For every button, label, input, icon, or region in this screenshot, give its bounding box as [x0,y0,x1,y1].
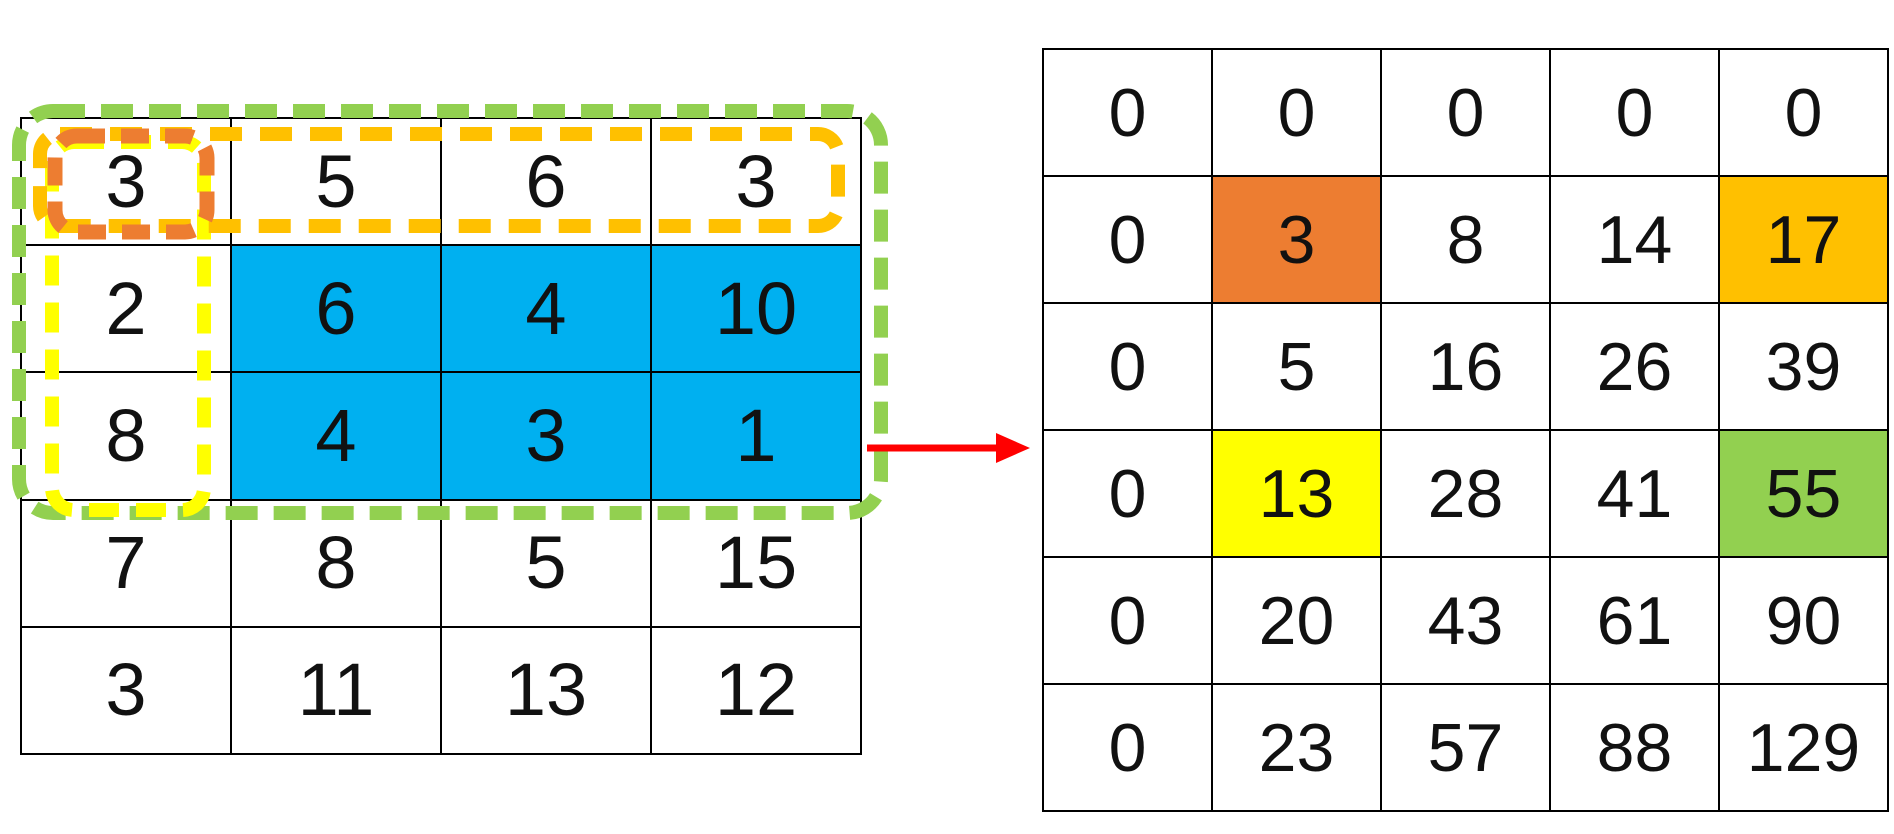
cell-r1c3: 10 [651,245,861,373]
cell-r4c2: 13 [441,626,651,754]
cell-r5c3: 88 [1550,684,1719,811]
cell-r1c3: 14 [1550,176,1719,303]
cell-r3c0: 7 [21,499,231,627]
cell-r2c3: 1 [651,372,861,500]
cell-r4c3: 12 [651,626,861,754]
cell-r3c4: 55 [1719,430,1888,557]
cell-r2c0: 0 [1043,303,1212,430]
cell-r4c1: 11 [231,626,441,754]
cell-r3c2: 28 [1381,430,1550,557]
cell-r3c1: 8 [231,499,441,627]
cell-r2c1: 5 [1212,303,1381,430]
cell-r0c3: 3 [651,118,861,246]
cell-r0c1: 5 [231,118,441,246]
cell-r2c2: 3 [441,372,651,500]
cell-r3c2: 5 [441,499,651,627]
cell-r3c3: 15 [651,499,861,627]
cell-r4c1: 20 [1212,557,1381,684]
cell-r1c1: 3 [1212,176,1381,303]
cell-r2c1: 4 [231,372,441,500]
cell-r1c1: 6 [231,245,441,373]
cell-r4c2: 43 [1381,557,1550,684]
cell-r1c2: 8 [1381,176,1550,303]
cell-r0c0: 3 [21,118,231,246]
cell-r3c0: 0 [1043,430,1212,557]
cell-r5c0: 0 [1043,684,1212,811]
cell-r4c4: 90 [1719,557,1888,684]
cell-r0c0: 0 [1043,49,1212,176]
cell-r5c2: 57 [1381,684,1550,811]
cell-r2c0: 8 [21,372,231,500]
cell-r1c2: 4 [441,245,651,373]
cell-r3c3: 41 [1550,430,1719,557]
cell-r2c2: 16 [1381,303,1550,430]
cell-r4c3: 61 [1550,557,1719,684]
cell-r0c1: 0 [1212,49,1381,176]
cell-r2c3: 26 [1550,303,1719,430]
cell-r5c1: 23 [1212,684,1381,811]
cell-r0c2: 6 [441,118,651,246]
cell-r4c0: 3 [21,626,231,754]
cell-r0c3: 0 [1550,49,1719,176]
cell-r0c4: 0 [1719,49,1888,176]
cell-r5c4: 129 [1719,684,1888,811]
cell-r1c0: 2 [21,245,231,373]
cell-r0c2: 0 [1381,49,1550,176]
cell-r2c4: 39 [1719,303,1888,430]
cell-r1c4: 17 [1719,176,1888,303]
right-arrow-icon [867,433,1030,463]
cell-r4c0: 0 [1043,557,1212,684]
cell-r1c0: 0 [1043,176,1212,303]
cell-r3c1: 13 [1212,430,1381,557]
